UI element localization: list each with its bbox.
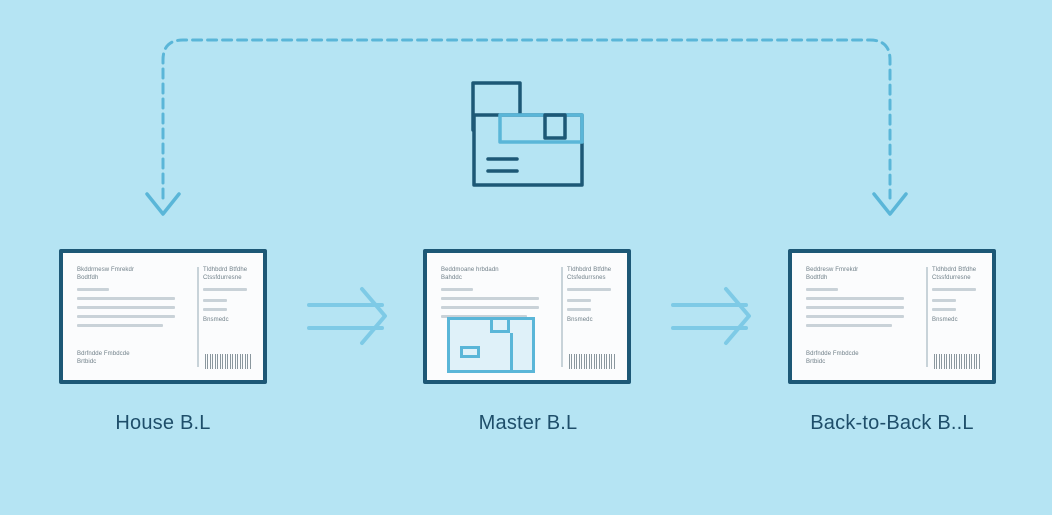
document-right-panel: Tldhbdrd Btfdhe Ctssfdurresne Bnsmedc (201, 253, 263, 380)
text-line (932, 288, 976, 291)
doc-small-text: Bnsmedc (203, 317, 229, 323)
box-tab (490, 317, 510, 333)
barcode (934, 354, 980, 369)
cargo-document-icon (471, 81, 584, 187)
document-left-panel: Bkddrmesw Fmrekdr Bodtfdh Bdrfndde Fmbdc… (63, 253, 194, 380)
document-right-panel: Tldhbdrd Btfdhe Ctsfedurrsnes Bnsmedc (565, 253, 627, 380)
doc-header-text: Tldhbdrd Btfdhe (203, 267, 248, 273)
text-line (77, 315, 175, 318)
house-bl-document: Bkddrmesw Fmrekdr Bodtfdh Bdrfndde Fmbdc… (59, 249, 267, 384)
document-left-panel: Beddmoane hrbdadn Bahddc (427, 253, 558, 380)
back-to-back-bl-document: Beddresw Fmrekdr Bodtfdh Bdrfndde Fmbdcd… (788, 249, 996, 384)
document-divider (561, 267, 563, 367)
doc-header-text: Tldhbdrd Btfdhe (567, 267, 612, 273)
text-line (77, 306, 175, 309)
text-line (441, 306, 539, 309)
master-bl-label: Master B.L (478, 412, 578, 434)
text-line (77, 324, 163, 327)
barcode (205, 354, 251, 369)
text-line (806, 324, 892, 327)
doc-footer-text: Bdrfndde Fmbdcde (806, 351, 859, 357)
text-line (932, 299, 956, 302)
document-divider (926, 267, 928, 367)
doc-sub-text: Bodtfdh (77, 275, 99, 281)
doc-header-text: Bkddrmesw Fmrekdr (77, 267, 135, 273)
box-divider (510, 333, 513, 370)
text-line (567, 299, 591, 302)
doc-footer-text: Brtbidc (806, 359, 826, 365)
double-arrow-right-icon (671, 287, 751, 345)
text-line (806, 288, 838, 291)
document-right-panel: Tldhbdrd Btfdhe Ctssfdurresne Bnsmedc (930, 253, 992, 380)
master-bl-document: Beddmoane hrbdadn Bahddc Tldhbdrd Btfdhe… (423, 249, 631, 384)
doc-header-text: Tldhbdrd Btfdhe (932, 267, 977, 273)
doc-sub-text: Ctssfdurresne (203, 275, 242, 281)
text-line (806, 315, 904, 318)
doc-footer-text: Brtbidc (77, 359, 97, 365)
doc-sub-text: Ctsfedurrsnes (567, 275, 606, 281)
text-line (203, 299, 227, 302)
text-line (567, 308, 591, 311)
doc-small-text: Bnsmedc (567, 317, 593, 323)
doc-footer-text: Bdrfndde Fmbdcde (77, 351, 130, 357)
dashed-arrow-down-icon (872, 192, 908, 216)
text-line (806, 306, 904, 309)
dashed-return-path (161, 38, 892, 200)
doc-sub-text: Ctssfdurresne (932, 275, 971, 281)
cargo-box-icon (447, 317, 535, 373)
double-arrow-right-icon (307, 287, 387, 345)
text-line (203, 308, 227, 311)
barcode (569, 354, 615, 369)
doc-small-text: Bnsmedc (932, 317, 958, 323)
back-to-back-bl-label: Back-to-Back B..L (810, 412, 974, 434)
text-line (567, 288, 611, 291)
text-line (203, 288, 247, 291)
text-line (441, 288, 473, 291)
text-line (77, 297, 175, 300)
text-line (77, 288, 109, 291)
text-line (441, 297, 539, 300)
house-bl-label: House B.L (115, 412, 211, 434)
doc-sub-text: Bahddc (441, 275, 462, 281)
dashed-arrow-down-icon (145, 192, 181, 216)
text-line (932, 308, 956, 311)
document-divider (197, 267, 199, 367)
doc-sub-text: Bodtfdh (806, 275, 828, 281)
text-line (441, 315, 527, 318)
text-line (806, 297, 904, 300)
box-label (460, 346, 480, 358)
document-left-panel: Beddresw Fmrekdr Bodtfdh Bdrfndde Fmbdcd… (792, 253, 923, 380)
doc-header-text: Beddmoane hrbdadn (441, 267, 499, 273)
doc-header-text: Beddresw Fmrekdr (806, 267, 859, 273)
